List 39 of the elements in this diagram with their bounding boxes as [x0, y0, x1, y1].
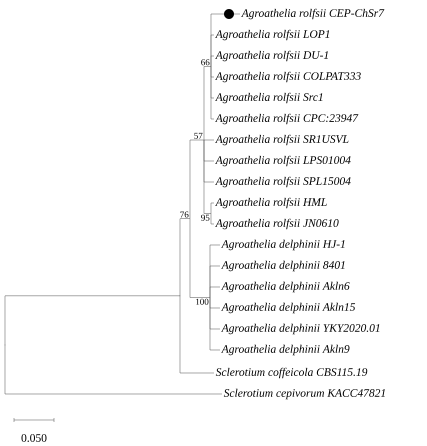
taxon-label: Agroathelia delphinii Akln15 — [221, 302, 356, 314]
tree-branch — [210, 66, 214, 120]
tree-branch — [210, 202, 214, 214]
tree-branch — [4, 344, 222, 394]
taxon-label: Agroathelia rolfsii LPS01004 — [215, 156, 351, 166]
tree-branch — [210, 286, 220, 298]
tree-branch — [180, 296, 214, 374]
bootstrap-value: 100 — [196, 298, 208, 305]
taxon-label: Agroathelia rolfsii DU-1 — [215, 50, 328, 62]
tree-branch — [204, 66, 212, 140]
bootstrap-value: 95 — [201, 214, 210, 221]
tree-branch — [4, 296, 180, 346]
bootstrap-value: 76 — [180, 212, 189, 218]
tree-branch — [210, 56, 214, 67]
tree-branch — [210, 213, 214, 224]
taxon-label: Agroathelia rolfsii Src1 — [215, 92, 322, 104]
bootstrap-value: 57 — [194, 132, 203, 139]
taxon-label: Sclerotium coffeicola CBS115.19 — [216, 368, 368, 378]
taxon-label: Agroathelia delphinii HJ-1 — [221, 240, 345, 250]
bootstrap-value: 66 — [201, 59, 210, 66]
tree-branch — [180, 218, 190, 296]
tree-branch — [190, 140, 204, 219]
taxon-label: Sclerotium cepivorum KACC47821 — [224, 388, 385, 400]
tree-branch — [210, 297, 220, 350]
tree-branch — [190, 218, 210, 298]
taxon-label: Agroathelia delphinii YKY2020.01 — [221, 324, 380, 334]
taxon-label: Agroathelia delphinii Akln6 — [221, 282, 350, 292]
taxon-label: Agroathelia rolfsii JN0610 — [215, 218, 339, 230]
taxon-label: Agroathelia rolfsii HML — [215, 198, 327, 208]
taxon-label: Agroathelia rolfsii SR1USVL — [215, 134, 348, 146]
tree-branch — [204, 140, 212, 214]
taxon-label: Agroathelia rolfsii LOP1 — [215, 30, 330, 40]
taxon-label: Agroathelia rolfsii CEP-ChSr7 — [241, 8, 384, 20]
scale-value: 0.050 — [22, 434, 46, 442]
taxon-label: Agroathelia delphinii 8401 — [221, 260, 345, 272]
taxon-label: Agroathelia delphinii Akln9 — [221, 344, 350, 356]
taxon-label: Agroathelia rolfsii COLPAT333 — [215, 72, 361, 82]
taxon-label: Agroathelia rolfsii CPC:23947 — [215, 114, 358, 124]
taxon-label: Agroathelia rolfsii SPL15004 — [215, 176, 351, 188]
